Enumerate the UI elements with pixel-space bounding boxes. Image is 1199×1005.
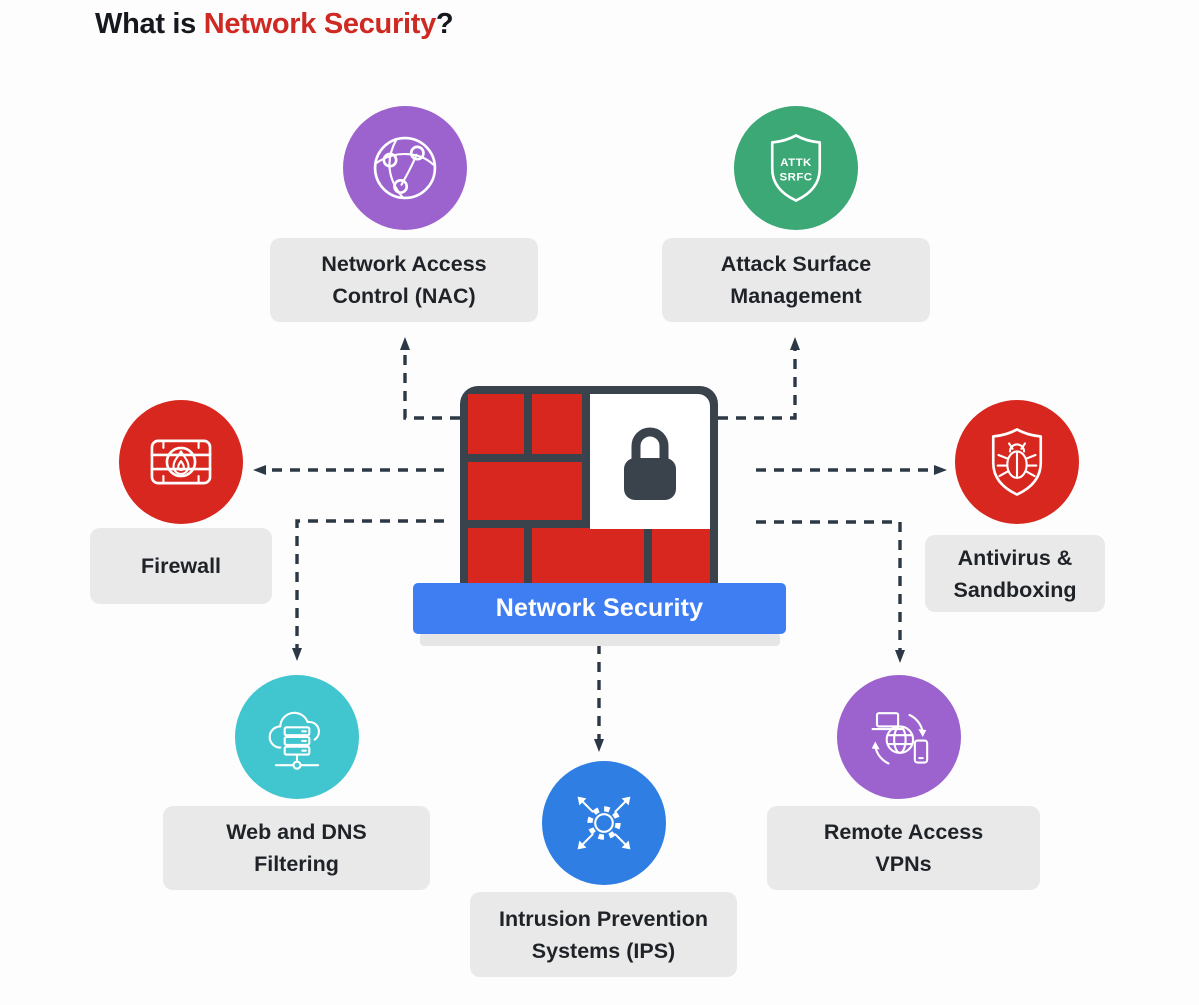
network-security-banner: Network Security: [413, 583, 786, 634]
node-circle-nac: [343, 106, 467, 230]
attack-surface-shield-icon: ATTK SRFC: [770, 134, 822, 202]
node-circle-attack-surface: ATTK SRFC: [734, 106, 858, 230]
label-line: Remote Access: [823, 820, 984, 844]
label-line: Systems (IPS): [531, 938, 676, 963]
banner-label: Network Security: [495, 594, 704, 622]
page-title: What is Network Security?: [95, 8, 454, 41]
label-firewall: Firewall: [90, 528, 272, 604]
network-globe-icon: [373, 136, 437, 200]
firewall-lock-panel: [590, 394, 710, 529]
connector-to-nac: [400, 337, 460, 420]
label-web-dns-filtering: Web and DNS Filtering: [163, 806, 430, 890]
connector-to-attack-surface: [718, 337, 800, 420]
label-line: VPNs: [875, 852, 932, 876]
firewall-flame-icon: [150, 439, 212, 485]
label-line: Filtering: [254, 852, 339, 876]
title-suffix: ?: [435, 8, 454, 40]
firewall-brick: [532, 394, 582, 454]
gear-arrows-icon: [577, 796, 631, 850]
label-line: Firewall: [140, 554, 222, 578]
label-line: Web and DNS: [226, 820, 367, 844]
label-attack-surface-management: Attack Surface Management: [662, 238, 930, 322]
node-circle-vpn: [837, 675, 961, 799]
node-circle-antivirus: [955, 400, 1079, 524]
label-intrusion-prevention: Intrusion Prevention Systems (IPS): [470, 892, 737, 977]
devices-sync-icon: [871, 712, 929, 765]
banner-shadow: [420, 633, 780, 646]
label-line: Network Access: [321, 252, 487, 276]
label-line: Sandboxing: [953, 577, 1077, 602]
label-network-access-control: Network Access Control (NAC): [270, 238, 538, 322]
shield-text-line2: SRFC: [780, 171, 813, 183]
title-prefix: What is: [95, 8, 204, 40]
firewall-brick: [468, 462, 582, 520]
firewall-brick: [468, 394, 524, 454]
cloud-server-icon: [268, 711, 320, 770]
node-circle-firewall: [119, 400, 243, 524]
shield-text-line1: ATTK: [780, 157, 812, 169]
label-remote-access-vpns: Remote Access VPNs: [767, 806, 1040, 890]
label-line: Attack Surface: [720, 252, 872, 276]
label-line: Management: [730, 284, 862, 308]
label-antivirus-sandboxing: Antivirus & Sandboxing: [925, 535, 1105, 612]
label-line: Intrusion Prevention: [498, 906, 709, 931]
label-line: Control (NAC): [332, 284, 476, 308]
lock-icon: [624, 427, 676, 500]
title-highlight: Network Security: [203, 8, 436, 40]
node-circle-ips: [542, 761, 666, 885]
bug-shield-icon: [991, 428, 1043, 496]
node-circle-web-dns: [235, 675, 359, 799]
label-line: Antivirus &: [957, 545, 1073, 570]
